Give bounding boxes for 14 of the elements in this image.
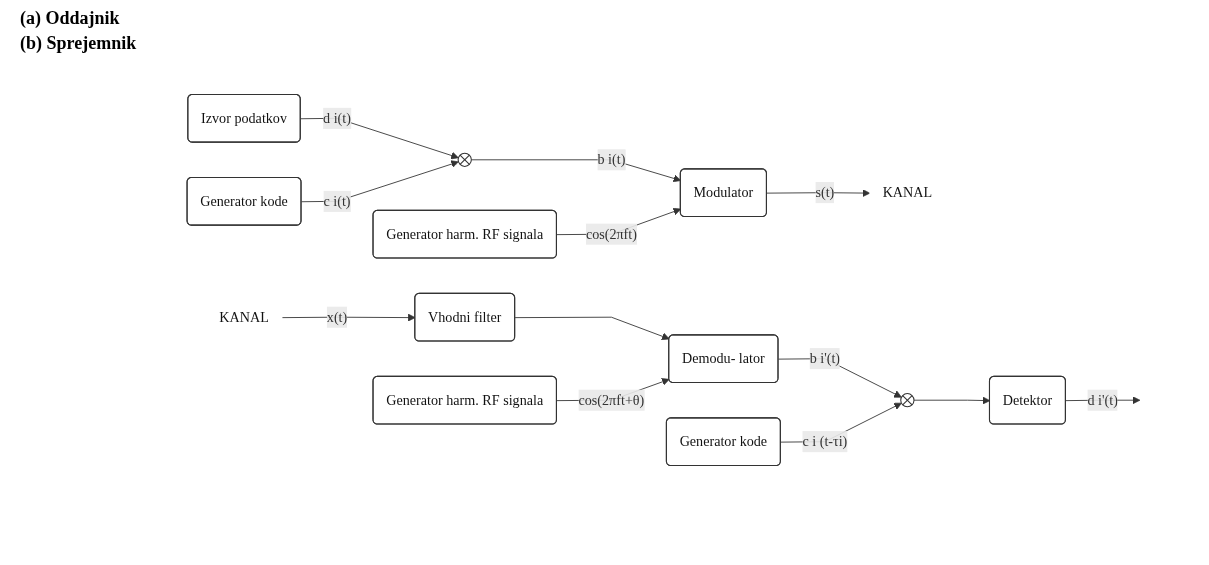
section-heading: (b) Sprejemnik (20, 33, 137, 54)
node-text: KANAL (219, 309, 269, 325)
node-text: KANAL (882, 184, 933, 200)
edge-label: cos(2πft+θ) (578, 392, 645, 408)
edge-label: c i (t-τi) (802, 433, 848, 449)
edge-label: d i'(t) (1087, 392, 1118, 408)
edge-label: s(t) (815, 184, 835, 200)
edge-label: c i(t) (323, 193, 351, 209)
edge-label: cos(2πft) (585, 226, 637, 242)
section-heading: (a) Oddajnik (20, 8, 121, 29)
edge-label: b i(t) (597, 151, 626, 167)
edge-label: x(t) (326, 309, 348, 325)
edge-label: b i'(t) (809, 350, 841, 366)
edge-label: d i(t) (323, 110, 351, 126)
